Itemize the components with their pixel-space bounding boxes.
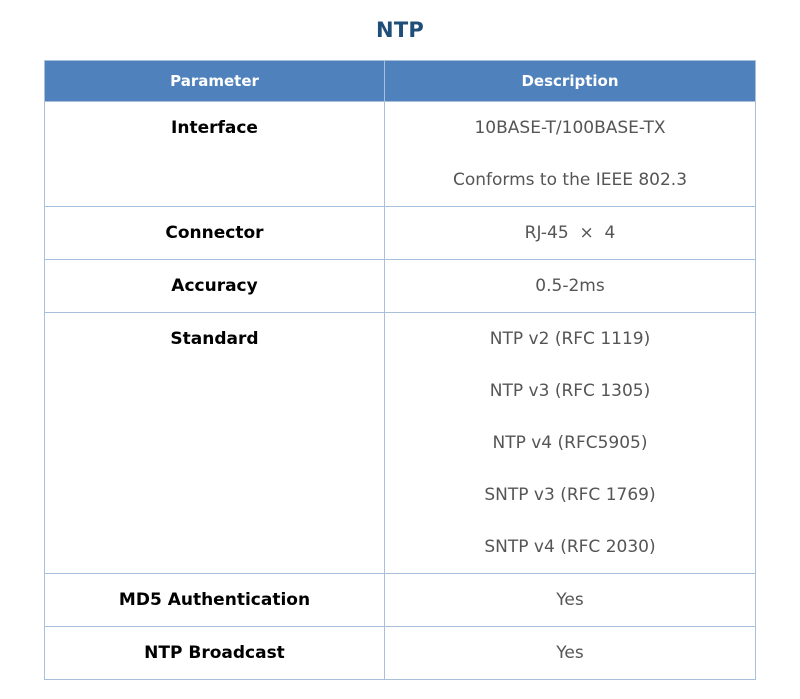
description-line: NTP v4 (RFC5905) [492, 433, 648, 453]
parameter-cell: Interface [44, 101, 385, 207]
description-line: Yes [556, 590, 584, 610]
table-row-ntp-broadcast: NTP Broadcast Yes [44, 626, 756, 680]
table-row-accuracy: Accuracy 0.5-2ms [44, 259, 756, 313]
parameter-cell: Standard [44, 312, 385, 574]
table-header-row: Parameter Description [44, 60, 756, 102]
description-cell: RJ-45 × 4 [384, 206, 756, 260]
parameter-label: NTP Broadcast [144, 643, 285, 663]
description-cell: Yes [384, 573, 756, 627]
parameter-label: Standard [170, 329, 259, 349]
table-row-interface: Interface 10BASE-T/100BASE-TX Conforms t… [44, 101, 756, 207]
description-line: SNTP v4 (RFC 2030) [484, 537, 656, 557]
parameter-label: Connector [165, 223, 264, 243]
description-line: SNTP v3 (RFC 1769) [484, 485, 656, 505]
description-line: 10BASE-T/100BASE-TX [474, 118, 666, 138]
description-line: 0.5-2ms [535, 276, 605, 296]
description-line: Yes [556, 643, 584, 663]
ntp-spec-table: Parameter Description Interface 10BASE-T… [44, 60, 756, 680]
column-header-description: Description [384, 60, 756, 102]
table-row-connector: Connector RJ-45 × 4 [44, 206, 756, 260]
description-cell: 0.5-2ms [384, 259, 756, 313]
parameter-cell: Accuracy [44, 259, 385, 313]
description-line: Conforms to the IEEE 802.3 [452, 170, 688, 190]
parameter-label: Interface [171, 118, 258, 138]
page-title: NTP [376, 18, 424, 42]
table-row-standard: Standard NTP v2 (RFC 1119) NTP v3 (RFC 1… [44, 312, 756, 574]
description-line: RJ-45 × 4 [524, 223, 616, 243]
description-line: NTP v3 (RFC 1305) [489, 381, 651, 401]
parameter-label: Accuracy [171, 276, 258, 296]
parameter-label: MD5 Authentication [118, 590, 311, 610]
description-line: NTP v2 (RFC 1119) [489, 329, 651, 349]
description-cell: NTP v2 (RFC 1119) NTP v3 (RFC 1305) NTP … [384, 312, 756, 574]
parameter-cell: NTP Broadcast [44, 626, 385, 680]
description-cell: 10BASE-T/100BASE-TX Conforms to the IEEE… [384, 101, 756, 207]
column-header-parameter: Parameter [44, 60, 385, 102]
parameter-cell: Connector [44, 206, 385, 260]
description-cell: Yes [384, 626, 756, 680]
table-row-md5-authentication: MD5 Authentication Yes [44, 573, 756, 627]
parameter-cell: MD5 Authentication [44, 573, 385, 627]
